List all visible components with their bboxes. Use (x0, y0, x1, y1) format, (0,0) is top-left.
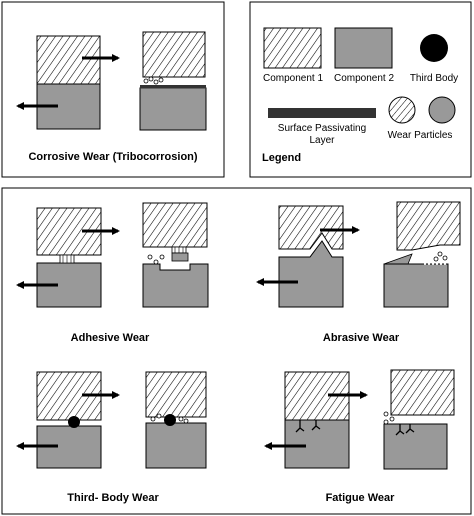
legend-label-component-1: Component 1 (262, 73, 324, 84)
component-1-block (390, 369, 455, 416)
fatigue-wear-caption: Fatigue Wear (325, 492, 395, 504)
component-1-block (278, 205, 344, 250)
adhesive-wear-illustration (16, 202, 209, 308)
third-body-wear-caption: Third- Body Wear (67, 492, 159, 504)
component-1-block (36, 35, 101, 85)
component-2-block (278, 240, 344, 308)
legend-symbols (263, 27, 456, 124)
wear-particle-icon (388, 96, 416, 124)
corrosive-panel-frame (1, 1, 225, 178)
adhered-fragment (171, 252, 189, 262)
wear-particle-icon (143, 78, 149, 84)
wear-particle-icon (158, 77, 164, 83)
corrosive-wear-caption: Corrosive Wear (Tribocorrosion) (28, 151, 198, 163)
third-body-dot-icon (420, 34, 448, 62)
abrasive-wear-illustration (256, 201, 461, 308)
legend-label-component-2: Component 2 (333, 73, 395, 84)
wear-particle-icon (147, 254, 153, 260)
wear-particle-icon (153, 259, 159, 265)
third-body-dot-icon (164, 414, 176, 426)
component-1-block (396, 201, 461, 251)
wear-particle-icon (156, 413, 162, 419)
crack-icon (405, 424, 415, 434)
component-2-block (284, 419, 350, 469)
legend-label-third-body: Third Body (409, 73, 459, 84)
component-2-block (142, 263, 209, 308)
third-body-dot-icon (68, 416, 80, 428)
wear-particle-icon (428, 96, 456, 124)
wear-particle-icon (389, 416, 395, 422)
hatched-component-icon (263, 27, 322, 69)
corrosive-wear-illustration (16, 31, 207, 131)
crack-icon (311, 420, 321, 431)
component-2-block (383, 263, 449, 308)
wear-particle-icon (178, 416, 184, 422)
wear-particle-icon (150, 416, 156, 422)
legend-label-wear-particles: Wear Particles (387, 130, 453, 141)
wear-particle-icon (383, 419, 389, 425)
wear-particle-icon (159, 254, 165, 260)
wear-particle-icon (437, 251, 443, 257)
crack-icon (395, 424, 405, 436)
component-1-block (145, 371, 207, 418)
component-2-block (139, 87, 207, 131)
wear-particle-icon (153, 79, 159, 85)
adhesive-wear-caption: Adhesive Wear (70, 332, 150, 344)
wear-particle-icon (183, 418, 189, 424)
abrasive-wear-caption: Abrasive Wear (322, 332, 400, 344)
wear-particle-icon (383, 253, 413, 265)
component-1-block (142, 31, 206, 78)
wear-particle-icon (433, 256, 439, 262)
component-2-block (383, 423, 448, 470)
passivating-layer (140, 85, 206, 89)
wear-particle-icon (148, 76, 154, 82)
component-1-block (142, 202, 208, 248)
component-2-block (145, 422, 207, 469)
legend-label-passivating-layer: Surface Passivating Layer (277, 123, 367, 146)
wear-particle-icon (383, 411, 389, 417)
passivating-layer-icon (268, 108, 376, 118)
crack-icon (295, 420, 305, 433)
gray-component-icon (334, 27, 393, 69)
fatigue-wear-illustration (264, 369, 455, 470)
third-body-wear-illustration (16, 371, 207, 469)
wear-particle-icon (442, 255, 448, 261)
mechanisms-panel-frame (1, 187, 472, 515)
legend-panel-frame (249, 1, 472, 178)
legend-title: Legend (262, 152, 302, 164)
